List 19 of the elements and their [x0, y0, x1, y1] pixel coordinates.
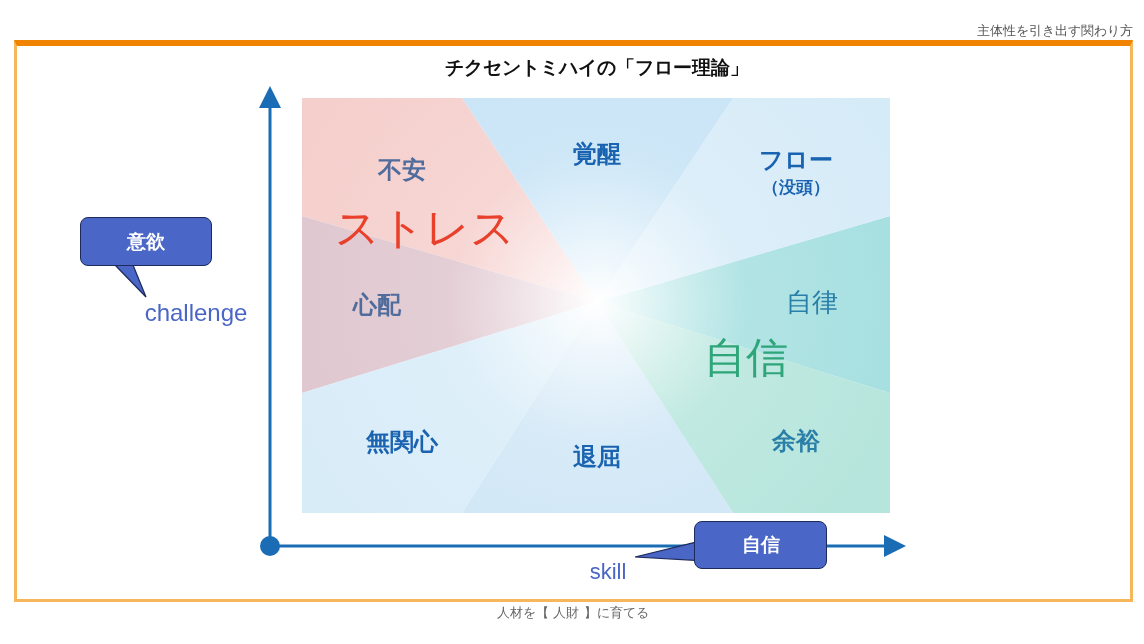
zone-label: 心配 [353, 291, 401, 319]
zone-label: 無関心 [366, 428, 438, 456]
footer-text: 人材を【 人財 】に育てる [497, 605, 649, 621]
zone-label: 自律 [786, 287, 838, 317]
title: チクセントミハイの「フロー理論」 [444, 55, 750, 80]
zone-label: 不安 [378, 156, 426, 184]
header-text: 主体性を引き出す関わり方 [977, 23, 1133, 39]
axis-label: challenge [133, 297, 259, 329]
zone-sublabel: （没頭） [762, 177, 830, 197]
zone-label: 自信 [704, 334, 788, 382]
zone-label: フロー [759, 146, 833, 174]
zone-label: 余裕 [772, 427, 820, 455]
speech-callout: 自信 [694, 521, 827, 569]
callout-tail [634, 541, 696, 561]
zone-label: 覚醒 [573, 140, 621, 168]
axis-label: skill [581, 557, 635, 587]
zone-label: ストレス [335, 203, 515, 253]
zone-label: 退屈 [573, 443, 621, 471]
callout-tail [114, 264, 147, 298]
